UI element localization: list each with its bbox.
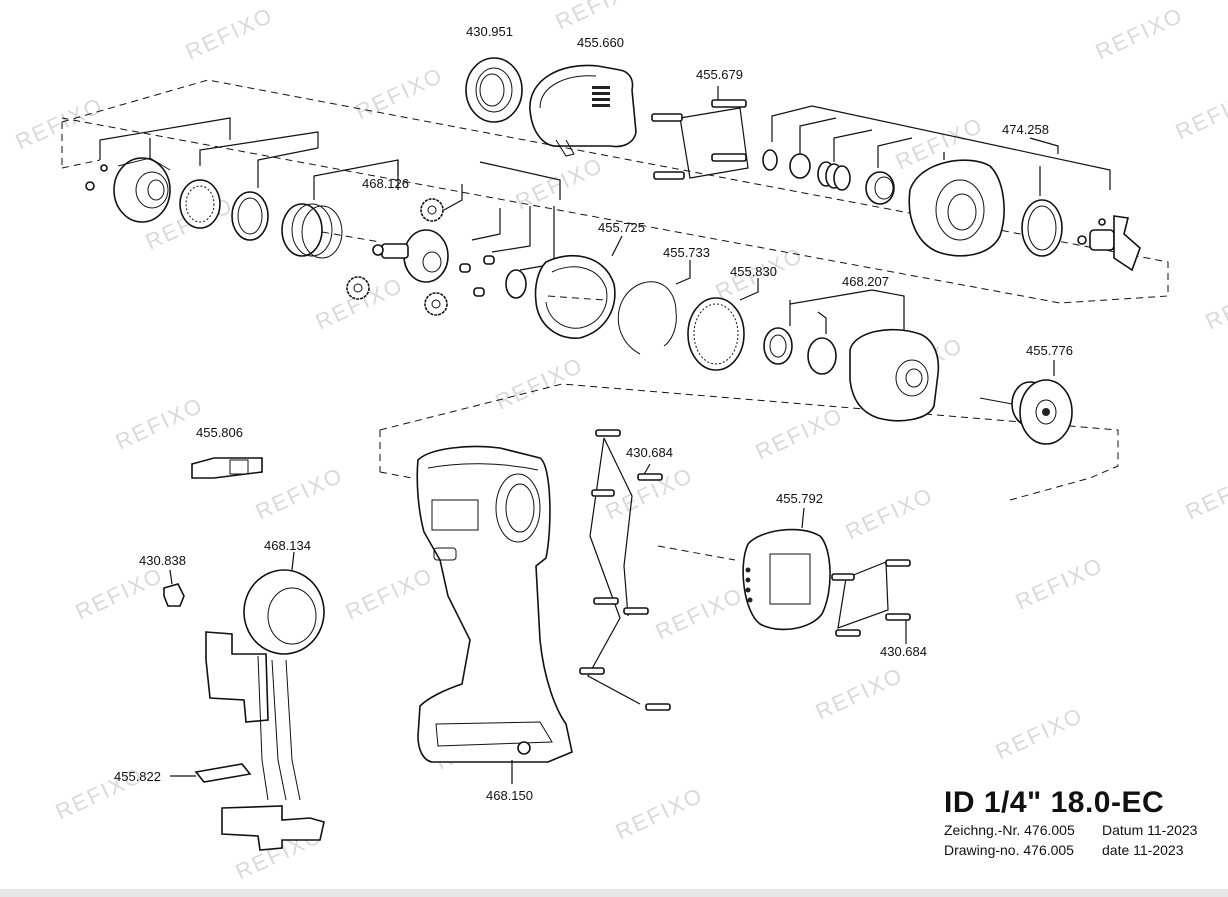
label-455792: 455.792	[776, 491, 823, 506]
label-468150: 468.150	[486, 788, 533, 803]
watermark-text: REFIXO	[352, 62, 448, 124]
label-430838: 430.838	[139, 553, 186, 568]
label-468207: 468.207	[842, 274, 889, 289]
watermark-text: REFIXO	[992, 702, 1088, 764]
part-455733-circlip	[617, 281, 677, 355]
meta-row-de: Zeichng.-Nr. 476.005 Datum 11-2023	[944, 820, 1214, 840]
part-430838-nut: 430.838	[139, 553, 186, 607]
watermark-text: REFIXO	[72, 562, 168, 624]
part-455776-rotor	[979, 379, 1073, 445]
part-bearing-468207	[763, 327, 837, 375]
label-468134: 468.134	[264, 538, 311, 553]
watermark-text: REFIXO	[842, 482, 938, 544]
date-en: date 11-2023	[1102, 842, 1184, 858]
watermark-text: REFIXO	[1182, 462, 1228, 524]
label-455660: 455.660	[577, 35, 624, 50]
watermark-text: REFIXO	[652, 582, 748, 644]
part-anvil	[1077, 215, 1141, 272]
watermark-text: REFIXO	[1012, 552, 1108, 614]
watermark-text: REFIXO	[612, 782, 708, 844]
part-430684-cover-screws: 430.684	[831, 559, 927, 659]
title-block: ID 1/4" 18.0-EC Zeichng.-Nr. 476.005 Dat…	[944, 786, 1214, 860]
label-455733: 455.733	[663, 245, 710, 260]
part-455725-gasket	[534, 254, 616, 339]
label-455806: 455.806	[196, 425, 243, 440]
part-455679-screws	[651, 99, 747, 180]
drawing-title: ID 1/4" 18.0-EC	[944, 786, 1165, 819]
part-468150-main-housing: 468.150	[416, 445, 573, 803]
part-washer-1	[231, 191, 269, 241]
part-474258-housing	[908, 159, 1005, 257]
part-430951-seal	[465, 57, 523, 123]
part-430684-housing-screws: 430.684	[579, 429, 673, 711]
lower-assembly-frame	[379, 383, 1119, 561]
part-planet-gears	[346, 198, 448, 316]
part-oring-right	[1021, 199, 1063, 257]
part-468134-switch-module: 468.134	[205, 538, 325, 851]
label-455822: 455.822	[114, 769, 161, 784]
part-ring-seals-right	[762, 149, 851, 191]
label-455679: 455.679	[696, 67, 743, 82]
part-gear-housing-left	[85, 157, 171, 223]
part-planet-carrier	[372, 229, 449, 283]
label-455776: 455.776	[1026, 343, 1073, 358]
watermark-text: REFIXO	[602, 462, 698, 524]
label-474258: 474.258	[1002, 122, 1049, 137]
watermark-text: REFIXO	[1172, 82, 1228, 144]
part-455792-rear-cover: 455.792	[742, 491, 831, 631]
watermark-text: REFIXO	[182, 2, 278, 64]
part-needle-bearing	[179, 179, 221, 229]
watermark-text: REFIXO	[1202, 272, 1228, 334]
part-468126-spring	[281, 203, 381, 259]
part-pins	[459, 255, 527, 299]
part-455660-front-cover	[529, 64, 637, 157]
watermark-text: REFIXO	[812, 662, 908, 724]
label-455725: 455.725	[598, 220, 645, 235]
part-455806-switch-slider: 455.806	[191, 425, 263, 479]
drawing-number-en: Drawing-no. 476.005	[944, 842, 1074, 858]
label-455830: 455.830	[730, 264, 777, 279]
watermark-text: REFIXO	[752, 402, 848, 464]
label-430684-lower: 430.684	[880, 644, 927, 659]
meta-row-en: Drawing-no. 476.005 date 11-2023	[944, 840, 1214, 860]
watermark-text: REFIXO	[492, 352, 588, 414]
watermark-text: REFIXO	[552, 0, 648, 35]
label-430684-upper: 430.684	[626, 445, 673, 460]
drawing-number-de: Zeichng.-Nr. 476.005	[944, 822, 1075, 838]
date-de: Datum 11-2023	[1102, 822, 1198, 838]
leader-lines-upper	[99, 86, 1111, 376]
part-gear-housing-468207	[849, 328, 940, 422]
watermark-text: REFIXO	[12, 92, 108, 154]
watermark-text: REFIXO	[112, 392, 208, 454]
watermark-text: REFIXO	[252, 462, 348, 524]
part-455830-ring-gear	[687, 297, 745, 371]
label-468126: 468.126	[362, 176, 409, 191]
part-bushing	[865, 171, 895, 205]
upper-assembly-frame	[61, 79, 1169, 304]
upper-part-labels: 430.951 455.660 455.679 474.258 468.126 …	[362, 24, 1073, 358]
watermark-text: REFIXO	[512, 152, 608, 214]
part-455822-switch-plate: 455.822	[114, 763, 252, 784]
watermark-text: REFIXO	[1092, 2, 1188, 64]
watermark-text: REFIXO	[342, 562, 438, 624]
bottom-rule	[0, 889, 1228, 897]
label-430951: 430.951	[466, 24, 513, 39]
